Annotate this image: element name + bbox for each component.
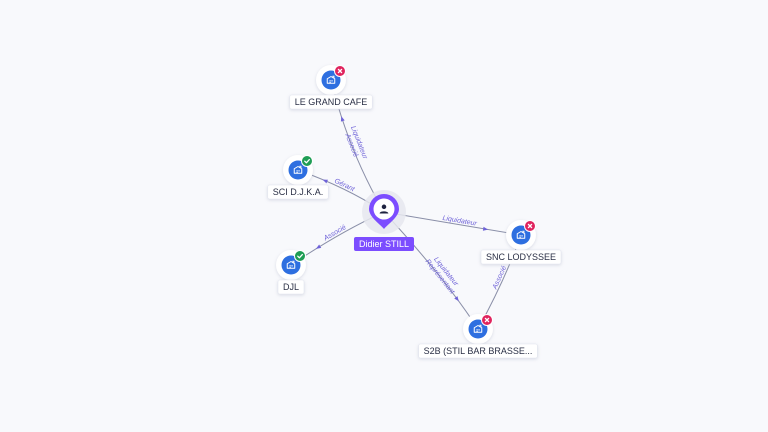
company-badge xyxy=(321,70,341,90)
node-label-box xyxy=(277,279,305,295)
node-label: SNC LODYSSEE xyxy=(486,252,556,262)
node-le-grand-cafe[interactable]: LE GRAND CAFE xyxy=(289,65,373,110)
node-label: LE GRAND CAFE xyxy=(295,97,368,107)
node-label-box xyxy=(418,343,538,359)
node-label-box xyxy=(480,249,562,265)
center-node[interactable]: Didier STILL xyxy=(353,190,415,251)
node-s2b[interactable]: S2B (STIL BAR BRASSE... xyxy=(418,314,538,359)
company-badge xyxy=(511,225,531,245)
node-label: SCI D.J.K.A. xyxy=(273,187,324,197)
company-badge xyxy=(281,255,301,275)
edge-label: Liquidateur xyxy=(442,215,478,228)
edge-arrow-icon xyxy=(340,116,345,122)
status-active-badge xyxy=(294,250,306,262)
node-snc-lodyssee[interactable]: SNC LODYSSEE xyxy=(480,220,562,265)
edge-label: Associé xyxy=(322,224,348,243)
status-active-badge xyxy=(301,155,313,167)
center-name: Didier STILL xyxy=(359,239,409,249)
edge-arrow-icon xyxy=(322,179,328,184)
edge-arrow-icon xyxy=(315,244,322,249)
edge-arrow-icon xyxy=(454,296,459,302)
center-name-box xyxy=(353,237,415,251)
node-djl[interactable]: DJL xyxy=(276,250,306,295)
node-label: DJL xyxy=(283,282,299,292)
company-badge xyxy=(468,319,488,339)
node-sci-djka[interactable]: SCI D.J.K.A. xyxy=(267,155,329,200)
node-label: S2B (STIL BAR BRASSE... xyxy=(424,346,533,356)
node-label-box xyxy=(289,94,373,110)
company-badge xyxy=(288,160,308,180)
edge-arrow-icon xyxy=(482,226,489,231)
node-label-box xyxy=(267,184,329,200)
